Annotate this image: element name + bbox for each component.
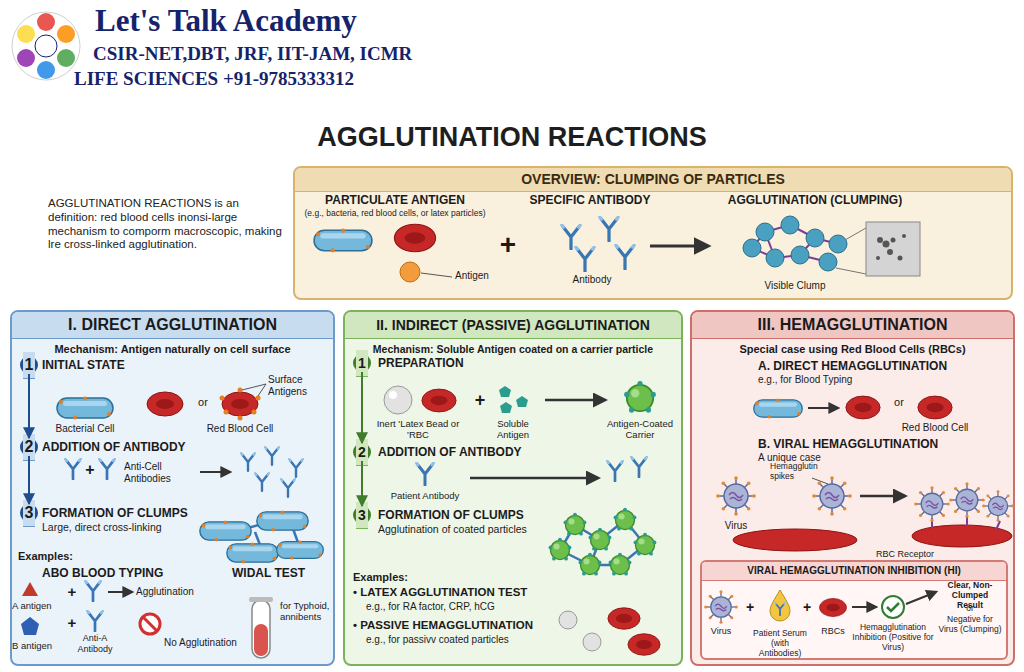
step-number: 3 (20, 504, 38, 522)
page-title: AGGLUTINATION REACTIONS (0, 122, 1024, 153)
overview-art (314, 216, 920, 282)
node-body: Mechanism: Antigen naturally on cell sur… (12, 339, 333, 355)
logo-text: Let's Talk Academy (95, 2, 475, 39)
step-connector (361, 372, 363, 443)
node-heading: I. DIRECT AGGLUTINATION (12, 312, 333, 339)
step-number: 2 (20, 438, 38, 456)
step-number: 1 (353, 354, 371, 372)
logo-mark (12, 12, 80, 80)
node-heading: VIRAL HEMAGGLUTINATION INHIBITION (HI) (702, 562, 1006, 581)
step-connector (28, 374, 30, 438)
step-connector (28, 456, 30, 504)
node-heading: III. HEMAGGLUTINATION (692, 312, 1013, 339)
step-number: 3 (353, 506, 371, 524)
node-heading: 1 (23, 352, 36, 379)
passive-agglutination-art (384, 381, 660, 655)
step-number: 2 (353, 443, 371, 461)
step-number: 1 (20, 356, 38, 374)
logo-text: CSIR-NET,DBT, JRF, IIT-JAM, ICMR (93, 43, 473, 66)
step-connector (361, 461, 363, 506)
node-body: Special case using Red Blood Cells (RBCs… (692, 339, 1013, 355)
inhibition-box: VIRAL HEMAGGLUTINATION INHIBITION (HI) (700, 560, 1008, 660)
node-body: Mechanism: Soluble Antigen coated on a c… (345, 339, 681, 355)
section-panel: III. HEMAGGLUTINATIONSpecial case using … (690, 310, 1015, 666)
label-text: AGGLUTINATION REACTIONS is an definition… (48, 197, 283, 252)
logo-text: LIFE SCIENCES +91-9785333312 (74, 68, 474, 91)
node-heading: 2 (23, 434, 36, 461)
direct-agglutination-art (21, 384, 323, 658)
node-heading: 2 (356, 439, 368, 466)
node-heading: OVERVIEW: CLUMPING OF PARTICLES (295, 168, 1011, 192)
node-heading: 1 (356, 350, 368, 377)
hemagglutination-art (704, 396, 1014, 624)
section-panel: I. DIRECT AGGLUTINATIONMechanism: Antige… (10, 310, 335, 666)
node-heading: 3 (23, 500, 36, 527)
section-panel: II. INDIRECT (PASSIVE) AGGLUTINATIONMech… (343, 310, 683, 666)
overview-box: OVERVIEW: CLUMPING OF PARTICLES (293, 166, 1013, 300)
node-heading: 3 (356, 502, 368, 529)
node-heading: II. INDIRECT (PASSIVE) AGGLUTINATION (345, 312, 681, 339)
